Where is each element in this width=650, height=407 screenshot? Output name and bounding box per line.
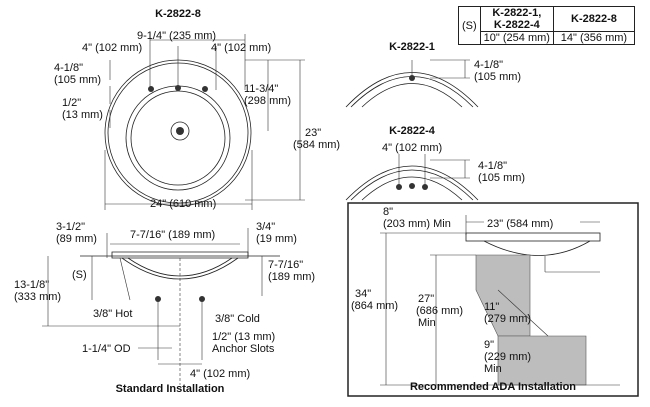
side-dim-height-b: (333 mm) <box>14 291 61 303</box>
side-cold: 3/8" Cold <box>215 313 260 325</box>
side-dim-rim-b: (89 mm) <box>56 233 97 245</box>
ada-dim-total-a: 34" <box>355 288 371 300</box>
side-dim-lip-a: 3/4" <box>256 221 275 233</box>
variant-4-rim <box>345 165 479 201</box>
side-od: 1-1/4" OD <box>82 343 131 355</box>
variant-4-title: K-2822-4 <box>389 125 436 137</box>
variant-1-dim-b: (105 mm) <box>474 71 521 83</box>
ada-dim-toe-a: 9" <box>484 339 494 351</box>
dim-depth-b: (298 mm) <box>244 95 291 107</box>
dim-height-b: (584 mm) <box>293 139 340 151</box>
variant-4-dim-b: (105 mm) <box>478 172 525 184</box>
variant-4-dim-a: 4-1/8" <box>478 160 507 172</box>
side-caption: Standard Installation <box>116 383 225 395</box>
variant-1: K-2822-1 4-1/8" (105 mm) <box>345 41 521 108</box>
side-slot-a: 1/2" (13 mm) <box>212 331 275 343</box>
ada-caption: Recommended ADA Installation <box>410 381 576 393</box>
dim-total-width: 9-1/4" (235 mm) <box>137 30 216 42</box>
faucet-hole-left <box>148 86 154 92</box>
top-view: K-2822-8 9-1/4" (235 mm) 4" (102 mm) 4" … <box>54 8 340 210</box>
variant-1-dim-a: 4-1/8" <box>474 59 503 71</box>
ada-dim-min-a: 8" <box>383 206 393 218</box>
spec-col1-header-a: K-2822-1, <box>492 7 542 19</box>
side-dim-lip-b: (19 mm) <box>256 233 297 245</box>
side-slot-b: Anchor Slots <box>212 343 275 355</box>
ada-dim-knee-b: (686 mm) <box>416 305 463 317</box>
side-dim-bottom: 4" (102 mm) <box>190 368 250 380</box>
ada-frame <box>347 202 639 397</box>
spec-col2-header: K-2822-8 <box>552 6 635 32</box>
faucet-hole-right <box>202 86 208 92</box>
dim-bottom: 24" (610 mm) <box>150 198 216 210</box>
spec-table: (S) K-2822-1, K-2822-4 K-2822-8 10" (254… <box>458 6 635 45</box>
ada-dim-depth-a: 11" <box>484 301 499 313</box>
basin-outer-rim <box>104 59 252 207</box>
sink-rim <box>111 251 249 259</box>
faucet-hole-center <box>175 85 181 91</box>
ada-counter <box>465 232 601 242</box>
variant-4: K-2822-4 4" (102 mm) 4-1/8" (105 mm) <box>345 125 525 201</box>
dim-half-a: 1/2" <box>62 97 81 109</box>
side-dim-span: 7-7/16" (189 mm) <box>130 229 215 241</box>
ada-dim-depth-b: (279 mm) <box>484 313 531 325</box>
spec-s-label: (S) <box>458 6 481 45</box>
side-view: 3-1/2" (89 mm) 7-7/16" (189 mm) 3/4" (19… <box>14 221 315 395</box>
drain-icon <box>170 121 190 141</box>
ada-dim-total-b: (864 mm) <box>351 300 398 312</box>
spec-col1-value: 10" (254 mm) <box>479 31 554 45</box>
ada-dim-toe-b: (229 mm) <box>484 351 531 363</box>
dim-depth-a: 11-3/4" <box>244 83 278 95</box>
ada-dim-knee-a: 27" <box>418 293 434 305</box>
ada-dim-toe-c: Min <box>484 363 502 375</box>
dim-left: 4" (102 mm) <box>82 42 142 54</box>
spec-col2-value: 14" (356 mm) <box>552 31 635 45</box>
side-dim-right-a: 7-7/16" <box>268 259 303 271</box>
ada-dim-width: 23" (584 mm) <box>487 218 553 230</box>
top-view-title: K-2822-8 <box>155 8 201 20</box>
spec-col1-header: K-2822-1, K-2822-4 <box>479 6 554 32</box>
ada-dim-knee-c: Min <box>418 317 436 329</box>
dim-height-a: 23" <box>305 127 321 139</box>
side-hot: 3/8" Hot <box>93 308 132 320</box>
dim-right: 4" (102 mm) <box>211 42 271 54</box>
basin-bowl <box>125 85 231 191</box>
ada-dim-min-b: (203 mm) Min <box>383 218 451 230</box>
side-dim-rim-a: 3-1/2" <box>56 221 85 233</box>
variant-1-title: K-2822-1 <box>389 41 435 53</box>
dim-top-left-b: (105 mm) <box>54 74 101 86</box>
side-s-label: (S) <box>72 269 87 281</box>
variant-4-dim-top: 4" (102 mm) <box>382 142 442 154</box>
side-dim-right-b: (189 mm) <box>268 271 315 283</box>
side-dim-height-a: 13-1/8" <box>14 279 49 291</box>
spec-col1-header-b: K-2822-4 <box>493 19 540 31</box>
dim-top-left-a: 4-1/8" <box>54 62 83 74</box>
dim-half-b: (13 mm) <box>62 109 103 121</box>
ada-installation: 8" (203 mm) Min 23" (584 mm) 34" (864 mm… <box>347 202 639 397</box>
ada-sink-bowl <box>483 240 591 256</box>
